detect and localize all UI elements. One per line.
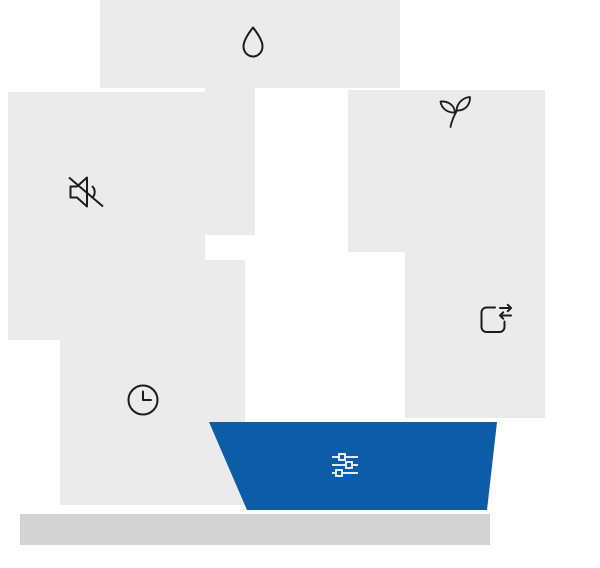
tile-spacer — [205, 88, 255, 235]
sliders-icon — [331, 452, 359, 478]
settings-accent-panel[interactable] — [205, 422, 500, 511]
water-drop-icon — [239, 25, 267, 59]
accent-trapezoid-shape — [209, 422, 497, 510]
tile-water[interactable] — [100, 0, 400, 88]
clock-icon — [125, 382, 161, 418]
tile-connect[interactable] — [405, 155, 545, 418]
device-sync-icon — [476, 302, 514, 338]
bottom-bar — [20, 514, 490, 545]
leaf-icon — [437, 94, 473, 130]
tile-timer[interactable] — [60, 260, 245, 505]
speaker-muted-icon — [65, 173, 107, 211]
